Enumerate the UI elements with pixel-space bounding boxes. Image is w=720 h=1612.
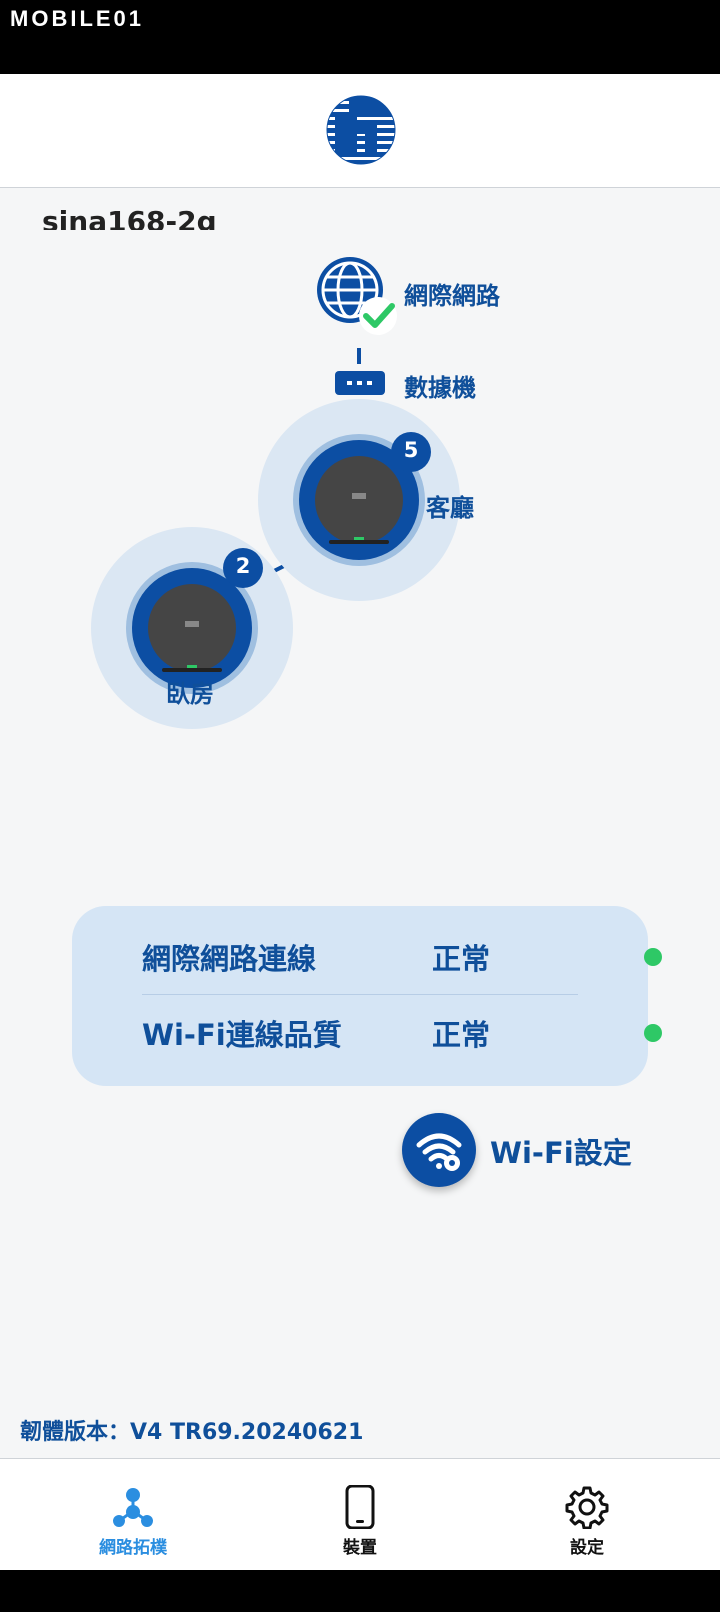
chunghwa-logo-icon	[326, 95, 396, 165]
system-nav-bar	[0, 1570, 720, 1612]
status-label: 網際網路連線	[142, 942, 317, 976]
nav-item-devices[interactable]: 裝置	[260, 1459, 460, 1571]
status-row-internet: 網際網路連線 正常	[142, 936, 662, 986]
app-header	[0, 74, 720, 188]
nav-label: 設定	[570, 1538, 604, 1558]
topology-diagram	[91, 257, 460, 729]
modem-icon	[335, 371, 385, 395]
wifi-settings-button[interactable]	[402, 1113, 476, 1187]
status-label: Wi-Fi連線品質	[142, 1018, 342, 1052]
device-count-badge-livingroom	[391, 432, 431, 472]
node-name-bedroom: 臥房	[166, 680, 214, 708]
router-node-bedroom[interactable]	[91, 527, 293, 729]
device-count-livingroom: 5	[403, 438, 419, 462]
status-bar: MOBILE01	[0, 0, 720, 74]
main-content: sina168-2g	[0, 188, 720, 1458]
device-count-badge-bedroom	[223, 548, 263, 588]
status-row-wifi: Wi-Fi連線品質 正常	[142, 1012, 662, 1062]
bottom-nav: 網路拓樸 裝置 設定	[0, 1458, 720, 1570]
status-divider	[142, 994, 578, 995]
status-card: 網際網路連線 正常 Wi-Fi連線品質 正常	[72, 906, 662, 1086]
topology-icon	[113, 1488, 153, 1527]
nav-item-topology[interactable]: 網路拓樸	[33, 1459, 233, 1571]
firmware-version: 韌體版本：V4 TR69.20240621	[20, 1420, 364, 1445]
phone-icon	[345, 1485, 375, 1529]
status-value: 正常	[432, 1018, 491, 1052]
node-name-livingroom: 客廳	[426, 494, 474, 522]
check-icon	[359, 297, 397, 335]
modem-label: 數據機	[404, 374, 476, 402]
nav-label: 裝置	[343, 1538, 377, 1558]
status-ok-dot	[644, 1024, 662, 1042]
wifi-settings-label[interactable]: Wi-Fi設定	[490, 1136, 632, 1170]
internet-label: 網際網路	[404, 282, 500, 310]
nav-item-settings[interactable]: 設定	[487, 1459, 687, 1571]
watermark: MOBILE01	[10, 6, 145, 31]
status-value: 正常	[432, 942, 491, 976]
network-ssid: sina168-2g	[42, 205, 217, 230]
nav-label: 網路拓樸	[99, 1538, 167, 1558]
device-count-bedroom: 2	[235, 554, 251, 578]
status-ok-dot	[644, 948, 662, 966]
gear-icon	[565, 1486, 609, 1529]
wifi-settings-icon	[416, 1133, 462, 1171]
